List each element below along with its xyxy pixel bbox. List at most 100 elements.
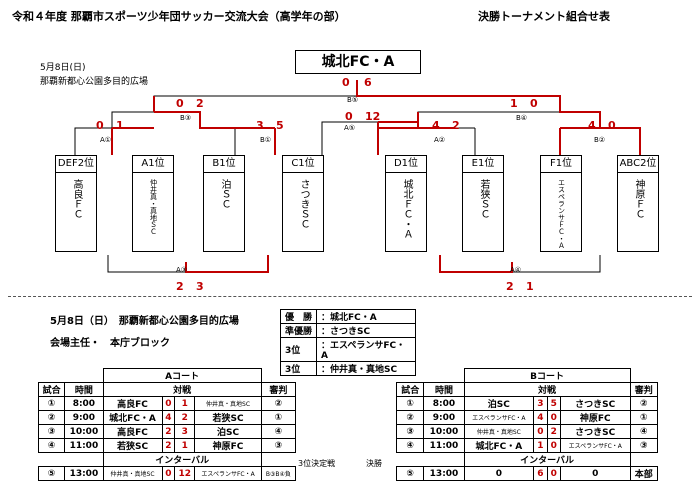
table-row: ① 8:00 泊SC 3 5 さつきSC ②	[395, 396, 658, 411]
a3-score-left: 2	[176, 280, 184, 293]
col-header: 時間	[423, 382, 465, 397]
away-team: エスペランサFC・A	[559, 438, 631, 453]
team-name: 神原ＦＣ	[633, 179, 644, 219]
a2-label: A②	[434, 136, 446, 144]
match-time: 13:00	[423, 466, 465, 481]
referee: ③	[260, 438, 297, 453]
result-rank: 優 勝	[279, 309, 318, 324]
home-team: 城北FC・A	[102, 410, 163, 425]
away-team: 仲井真・真地SC	[194, 396, 262, 411]
away-team: 若狭SC	[194, 410, 262, 425]
team-box: C1位 さつきＳＣ	[282, 155, 324, 252]
team-seed: A1位	[133, 156, 173, 173]
team-seed: F1位	[541, 156, 581, 173]
away-team: さつきSC	[559, 424, 631, 439]
table-row: ① 8:00 高良FC 0 1 仲井真・真地SC ②	[37, 396, 297, 411]
away-team: エスペランサFC・A	[194, 466, 262, 481]
team-box: ABC2位 神原ＦＣ	[617, 155, 659, 252]
b1-score-left: 3	[256, 119, 264, 132]
team-box: A1位 仲井真・真地ＳＣ	[132, 155, 174, 252]
result-team: ：仲井真・真地SC	[316, 361, 417, 376]
semi-right-score-right: 0	[530, 97, 538, 110]
home-team: 仲井真・真地SC	[463, 424, 535, 439]
bracket-lines	[74, 80, 641, 273]
table-row: ⑤ 13:00 0 6 0 0 本部	[395, 466, 658, 481]
semi-left-score-right: 2	[196, 97, 204, 110]
home-score: 0	[533, 424, 548, 439]
a4-label: A④	[510, 266, 522, 274]
match-no: ②	[37, 410, 66, 425]
a5-score-left: 0	[345, 110, 353, 123]
a1-label: A①	[100, 136, 112, 144]
a2-score-left: 4	[432, 119, 440, 132]
b2-score-right: 0	[608, 119, 616, 132]
b1-score-right: 5	[276, 119, 284, 132]
match-time: 9:00	[64, 410, 104, 425]
referee: ③	[629, 438, 658, 453]
champion-box: 城北FC・A	[295, 50, 421, 74]
a1-score-left: 0	[96, 119, 104, 132]
semi-left-label: B③	[180, 114, 192, 122]
team-box: B1位 泊ＳＣ	[203, 155, 245, 252]
away-score: 3	[174, 424, 196, 439]
away-team: さつきSC	[559, 396, 631, 411]
team-box: DEF2位 高良ＦＣ	[55, 155, 97, 252]
interval-label: インターバル	[463, 452, 631, 467]
col-header: 対戦	[463, 382, 631, 397]
team-name: 若狭ＳＣ	[478, 179, 489, 219]
table-row: ③ 10:00 高良FC 2 3 泊SC ④	[37, 424, 297, 439]
home-score: 2	[161, 424, 176, 439]
team-seed: ABC2位	[618, 156, 658, 173]
a1-score-right: 1	[116, 119, 124, 132]
away-team: 神原FC	[559, 410, 631, 425]
team-box: D1位 城北ＦＣ・Ａ	[385, 155, 427, 252]
team-name: 泊ＳＣ	[219, 179, 230, 209]
info-manager: 会場主任・ 本庁ブロック	[50, 338, 170, 349]
header-date: 5月8日(日)	[40, 63, 86, 73]
final-score-right: 6	[364, 76, 372, 89]
final-label: 決勝	[366, 459, 382, 468]
referee: ②	[260, 396, 297, 411]
match-time: 8:00	[423, 396, 465, 411]
match-time: 11:00	[64, 438, 104, 453]
result-team: ：城北FC・A	[316, 309, 417, 324]
a4-score-right: 1	[526, 280, 534, 293]
separator-line	[8, 296, 692, 297]
col-header: 審判	[629, 382, 658, 397]
semi-left-score-left: 0	[176, 97, 184, 110]
away-score: 2	[546, 424, 561, 439]
match-no: ④	[395, 438, 425, 453]
result-team: ：さつきSC	[316, 323, 417, 338]
team-seed: DEF2位	[56, 156, 96, 173]
table-row: ⑤ 13:00 仲井真・真地SC 0 12 エスペランサFC・A B③B④負	[37, 466, 297, 481]
page-subtitle: 決勝トーナメント組合せ表	[478, 10, 610, 23]
table-row: ② 9:00 エスペランサFC・A 4 0 神原FC ①	[395, 410, 658, 425]
team-name: 高良ＦＣ	[71, 179, 82, 219]
home-team: 高良FC	[102, 424, 163, 439]
home-score: 0	[161, 396, 176, 411]
referee: 本部	[629, 466, 658, 481]
home-team: 0	[463, 466, 535, 481]
court-b-title: Bコート	[463, 368, 631, 383]
away-team: 神原FC	[194, 438, 262, 453]
referee: ①	[260, 410, 297, 425]
match-no: ②	[395, 410, 425, 425]
table-row: ③ 10:00 仲井真・真地SC 0 2 さつきSC ④	[395, 424, 658, 439]
match-time: 8:00	[64, 396, 104, 411]
match-time: 10:00	[423, 424, 465, 439]
col-header: 試合	[395, 382, 425, 397]
third-place-label: 3位決定戦	[298, 459, 336, 468]
match-no: ④	[37, 438, 66, 453]
col-header: 試合	[37, 382, 66, 397]
a5-label: A⑤	[344, 124, 356, 132]
team-seed: E1位	[463, 156, 503, 173]
team-seed: B1位	[204, 156, 244, 173]
home-team: エスペランサFC・A	[463, 410, 535, 425]
match-no: ①	[37, 396, 66, 411]
court-a-title: Aコート	[102, 368, 262, 383]
home-score: 2	[161, 438, 176, 453]
home-score: 0	[161, 466, 176, 481]
away-score: 0	[546, 438, 561, 453]
away-team: 泊SC	[194, 424, 262, 439]
a2-score-right: 2	[452, 119, 460, 132]
